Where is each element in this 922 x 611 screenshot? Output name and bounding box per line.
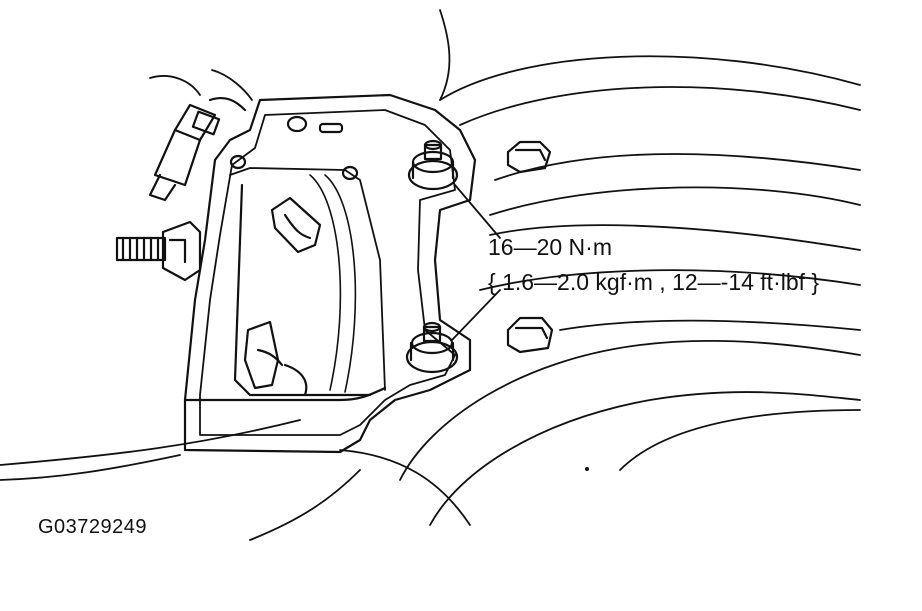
dot (585, 467, 589, 471)
torque-spec-nm: 16—20 N·m (488, 234, 612, 260)
figure-id: G03729249 (38, 516, 148, 538)
engine-contours (0, 9, 861, 541)
bracket-plate (183, 93, 477, 454)
leader-line (451, 184, 501, 341)
hex-bolt-icon (506, 140, 552, 174)
bolt-icon (115, 220, 202, 282)
hex-bolt-icon (506, 316, 554, 354)
nut-icon (407, 139, 459, 191)
harness-connector (148, 96, 247, 202)
nut-icon (405, 321, 459, 374)
wire-clip (243, 196, 322, 397)
torque-spec-alt: { 1.6—2.0 kgf·m , 12—-14 ft·lbf } (488, 269, 820, 295)
